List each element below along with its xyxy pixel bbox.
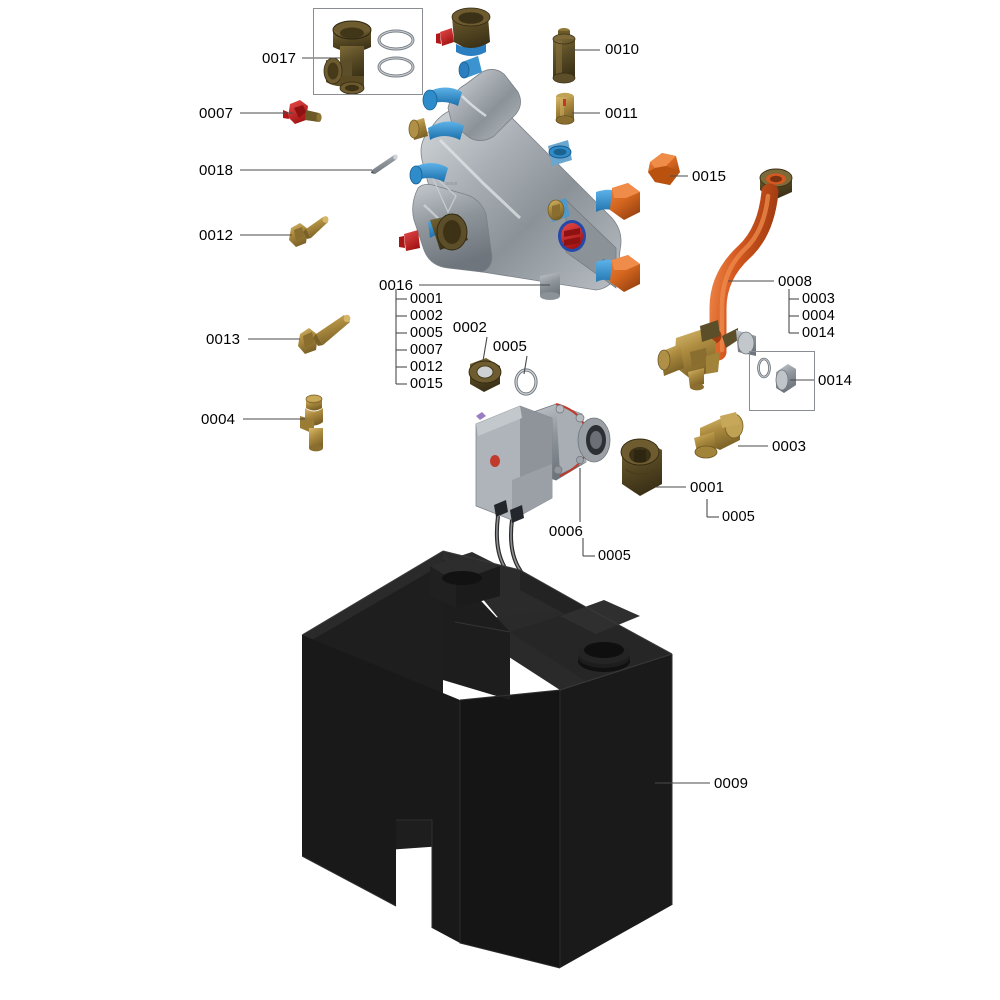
part-label-0015: 0015 xyxy=(692,168,727,185)
manifold-nozzle-mid xyxy=(548,140,572,166)
group-child-label-group-0001-pump-0: 0005 xyxy=(722,509,756,525)
part-label-0010: 0010 xyxy=(605,41,640,58)
manifold-port-right-upper xyxy=(596,183,640,220)
group-child-label-group-0016-1: 0002 xyxy=(410,308,444,324)
manifold-red-valve xyxy=(558,220,586,252)
part-0015-cap-nut xyxy=(648,153,680,185)
part-0002-ring-nut xyxy=(468,358,502,392)
group-child-label-group-0006-pump-0: 0005 xyxy=(598,548,632,564)
part-0016-hydraulic-manifold: ≡≡≡ ≡≡≡≡ xyxy=(399,7,640,300)
manifold-port-upper-mid xyxy=(408,118,464,140)
part-0012-sensor-probe xyxy=(289,216,329,247)
part-0018-pin xyxy=(371,154,398,174)
manifold-port-upper-left xyxy=(422,87,462,111)
group-child-label-group-0008-1: 0004 xyxy=(802,308,836,324)
part-label-0011: 0011 xyxy=(605,105,639,122)
inset-box-0014 xyxy=(749,351,815,411)
part-0017-tee-fitting xyxy=(323,20,415,95)
group-child-label-group-0008-0: 0003 xyxy=(802,291,836,307)
manifold-port-lower-left xyxy=(399,213,468,251)
group-child-label-group-0016-5: 0015 xyxy=(410,376,444,392)
svg-text:≡≡≡≡: ≡≡≡≡ xyxy=(518,222,534,229)
part-label-0008: 0008 xyxy=(778,273,813,290)
part-0001-bronze-cap xyxy=(620,438,662,496)
pipe-brass-valve xyxy=(657,320,720,391)
part-label-0007: 0007 xyxy=(199,105,234,122)
part-label-0009: 0009 xyxy=(714,775,749,792)
group-label-0016: 0016 xyxy=(379,277,414,294)
leader-lines xyxy=(240,49,814,784)
part-0003-brass-elbow xyxy=(694,412,744,459)
manifold-top-nut xyxy=(451,7,491,56)
manifold-brass-port xyxy=(547,198,570,222)
part-0011-plug xyxy=(555,92,575,125)
manifold-port-right-lower xyxy=(596,255,640,292)
part-label-0006: 0006 xyxy=(548,523,584,540)
leader-line xyxy=(523,355,528,375)
part-label-0018: 0018 xyxy=(199,162,234,179)
part-label-0002: 0002 xyxy=(452,319,488,336)
part-0007-red-handle-valve xyxy=(283,100,322,124)
group-child-label-group-0008-2: 0014 xyxy=(802,325,836,341)
inset-box-0017 xyxy=(313,8,423,95)
part-0009-insulation-shell xyxy=(301,550,673,969)
part-label-0013: 0013 xyxy=(206,331,241,348)
part-label-0004: 0004 xyxy=(201,411,236,428)
part-0008-copper-pipe xyxy=(657,168,793,391)
part-0014-sleeve-nut xyxy=(757,357,796,393)
svg-text:≡≡≡: ≡≡≡ xyxy=(445,181,457,188)
manifold-port-left-mid xyxy=(409,163,448,185)
part-label-0003b: 0003 xyxy=(772,438,807,455)
part-0010-air-vent xyxy=(552,28,576,84)
group-child-label-group-0016-0: 0001 xyxy=(410,291,444,307)
part-0005-o-ring-upper xyxy=(514,368,538,396)
part-label-0014b: 0014 xyxy=(818,372,853,389)
leader-line xyxy=(482,336,488,362)
group-label-0001: 0001 xyxy=(690,479,725,496)
part-0013-sensor-probe-long xyxy=(298,314,351,354)
group-child-label-group-0016-3: 0007 xyxy=(410,342,444,358)
part-0004-drain-valve xyxy=(300,394,323,452)
part-label-0012: 0012 xyxy=(199,227,234,244)
group-child-label-group-0016-2: 0005 xyxy=(410,325,444,341)
part-label-0017: 0017 xyxy=(262,50,297,67)
part-label-0005top: 0005 xyxy=(492,338,528,355)
group-child-label-group-0016-4: 0012 xyxy=(410,359,444,375)
manifold-nozzle-upper xyxy=(458,56,482,79)
